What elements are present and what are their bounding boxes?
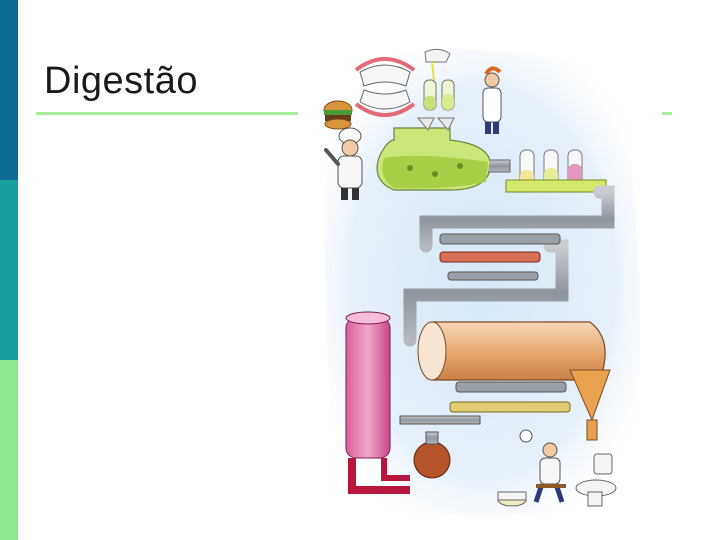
- sidebar-segment-top: [0, 0, 18, 180]
- bladder-bulb: [399, 415, 490, 479]
- pouring-flask: [424, 48, 451, 81]
- teeth-icon: [354, 57, 416, 117]
- test-tubes-top: [416, 79, 455, 131]
- seated-man-figure: [533, 442, 566, 503]
- heater-grills: [439, 233, 571, 413]
- slide-title: Digestão: [44, 60, 198, 102]
- title-underline: [36, 112, 298, 115]
- pot-icon: [497, 491, 527, 507]
- sidebar-segment-middle: [0, 180, 18, 360]
- mixing-flask: [376, 127, 511, 191]
- pink-cylinder: [345, 311, 410, 494]
- toilet-icon: [575, 453, 617, 507]
- scientist-figure: [482, 66, 502, 134]
- title-underline-end: [662, 112, 672, 115]
- sidebar-segment-bottom: [0, 360, 18, 540]
- burger-icon: [323, 100, 353, 130]
- clock-icon: [519, 429, 533, 443]
- test-tubes-right: [505, 149, 607, 193]
- chef-figure: [324, 127, 363, 200]
- digestion-factory-illustration: [323, 48, 640, 515]
- intestine-tank: [417, 321, 611, 441]
